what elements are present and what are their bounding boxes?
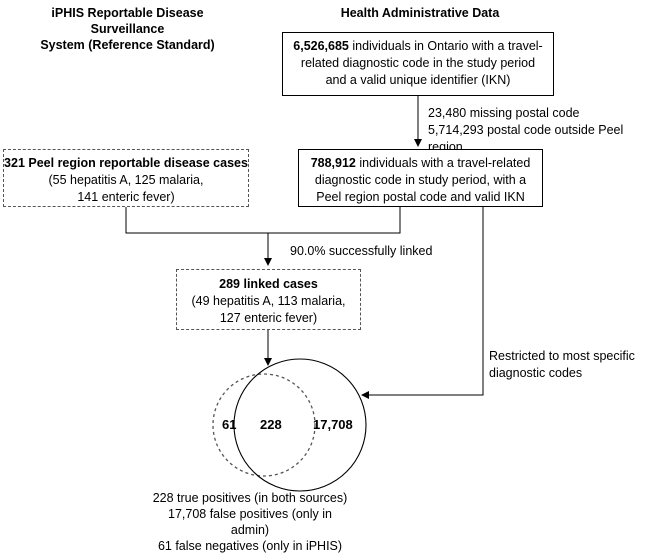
box-peel-reportable-cases: 321 Peel region reportable disease cases… bbox=[3, 149, 249, 207]
venn-left-only-count: 61 bbox=[222, 417, 237, 432]
connector-left-box bbox=[125, 207, 268, 234]
venn-overlap-count: 228 bbox=[260, 417, 282, 432]
venn-iphis-circle bbox=[212, 373, 316, 477]
venn-right-only-count: 17,708 bbox=[313, 417, 353, 432]
restricted-codes-label: Restricted to most specific diagnostic c… bbox=[489, 349, 635, 380]
summary-footer: 228 true positives (in both sources) 17,… bbox=[152, 491, 348, 553]
left-column-header: iPHIS Reportable Disease Surveillance Sy… bbox=[40, 6, 215, 52]
venn-admin-circle bbox=[233, 358, 367, 492]
right-column-header: Health Administrative Data bbox=[340, 6, 500, 20]
connector-peel-box bbox=[268, 207, 401, 234]
box-ontario-individuals: 6,526,685 individuals in Ontario with a … bbox=[282, 32, 554, 96]
box-linked-cases: 289 linked cases (49 hepatitis A, 113 ma… bbox=[176, 269, 361, 330]
box-peel-individuals: 788,912 individuals with a travel-relate… bbox=[298, 149, 543, 207]
linked-percent-label: 90.0% successfully linked bbox=[290, 244, 433, 258]
arrow-restricted-to-venn bbox=[361, 207, 484, 399]
